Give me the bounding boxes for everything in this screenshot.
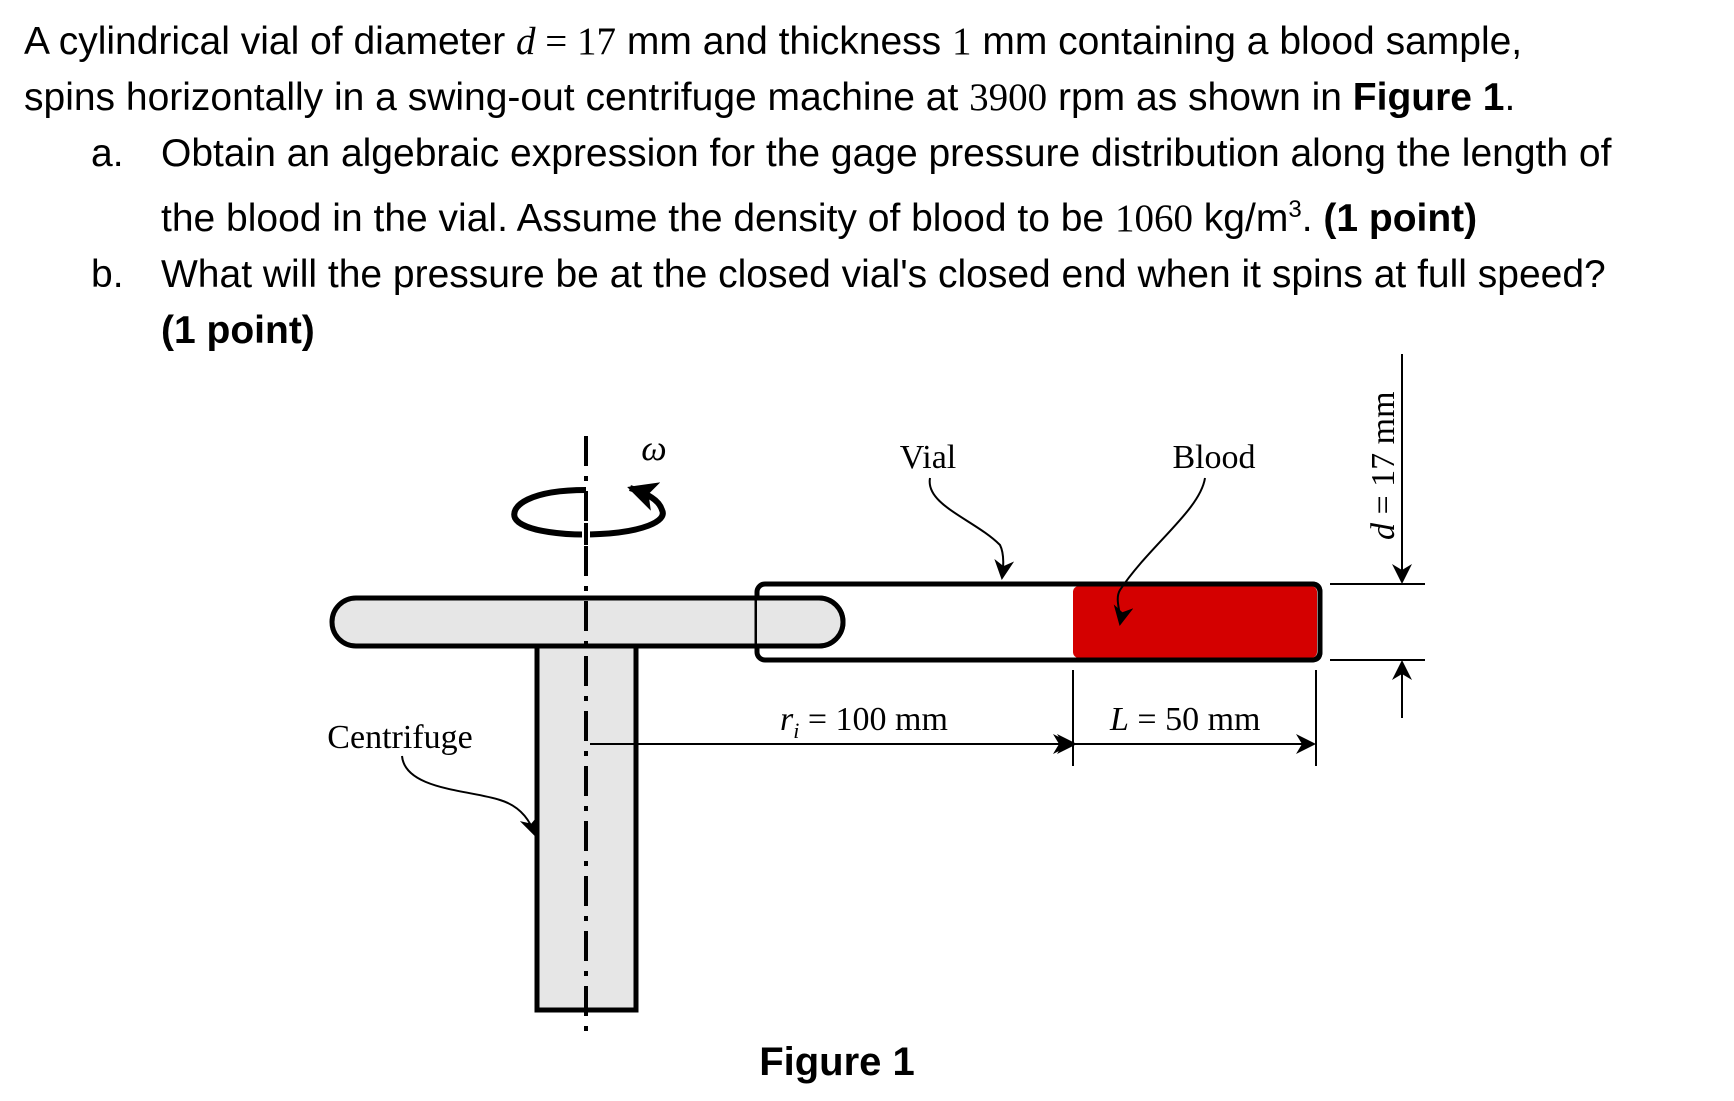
intro-line-2: spins horizontally in a swing-out centri…: [24, 70, 1724, 126]
question-marker: b.: [91, 253, 124, 296]
diameter-symbol: d: [516, 20, 536, 63]
figure-reference: Figure 1: [1352, 76, 1505, 119]
equals-sign: =: [535, 20, 578, 63]
question-text: the blood in the vial. Assume the densit…: [161, 197, 1115, 240]
arm-end: [757, 595, 846, 649]
d-label: d = 17 mm: [1365, 391, 1402, 540]
question-b: b. What will the pressure be at the clos…: [24, 247, 1724, 359]
intro-text: .: [1504, 76, 1516, 119]
figure-caption: Figure 1: [759, 1040, 915, 1084]
ri-label: ri = 100 mm: [780, 701, 948, 743]
intro-line-1: A cylindrical vial of diameter d = 17 mm…: [24, 14, 1724, 70]
intro-text: mm containing a blood sample,: [971, 20, 1523, 63]
centrifuge-leader-arrow: [401, 755, 539, 837]
thickness-value: 1: [952, 20, 972, 63]
vial-leader-arrow: [928, 477, 1015, 580]
question-a: a. Obtain an algebraic expression for th…: [24, 126, 1724, 247]
intro-text: mm and thickness: [616, 20, 953, 63]
diameter-value: 17: [577, 20, 617, 63]
question-text: Obtain an algebraic expression for the g…: [161, 132, 1612, 175]
rotation-arrow-icon: [511, 482, 666, 538]
intro-text: rpm as shown in: [1047, 76, 1353, 119]
points-label: (1 point): [1323, 197, 1478, 240]
vial-label: Vial: [900, 439, 957, 476]
density-value: 1060: [1114, 197, 1193, 240]
omega-label: ω: [641, 428, 666, 468]
intro-text: A cylindrical vial of diameter: [24, 20, 517, 63]
blood-leader-arrow: [1113, 477, 1206, 626]
intro-text: spins horizontally in a swing-out centri…: [24, 76, 970, 119]
vial-end-outline: [1073, 581, 1323, 663]
density-unit: kg/m: [1192, 197, 1289, 240]
blood-label: Blood: [1172, 439, 1255, 476]
problem-statement: A cylindrical vial of diameter d = 17 mm…: [24, 14, 1724, 359]
L-label: L = 50 mm: [1109, 701, 1261, 738]
unit-exponent: 3: [1288, 196, 1302, 223]
points-label: (1 point): [161, 309, 315, 352]
question-text: .: [1301, 197, 1324, 240]
question-text: What will the pressure be at the closed …: [161, 253, 1606, 296]
rpm-value: 3900: [969, 76, 1048, 119]
question-text-line-2: the blood in the vial. Assume the densit…: [161, 182, 1724, 247]
centrifuge-label: Centrifuge: [327, 719, 472, 756]
blood-sample: [1073, 586, 1317, 658]
question-marker: a.: [91, 132, 124, 175]
question-text-line-2: (1 point): [161, 303, 1724, 359]
